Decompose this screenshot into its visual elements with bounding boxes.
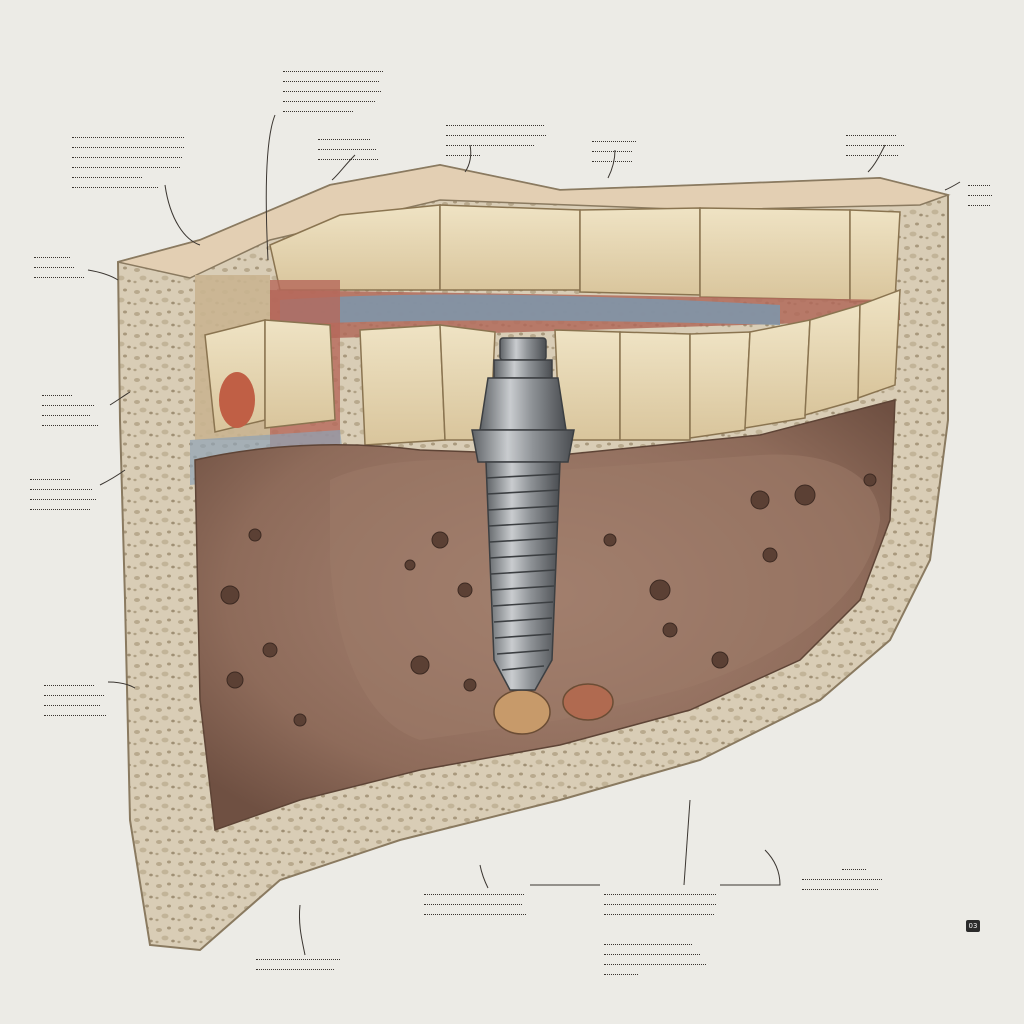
page-number-badge: 03 [966, 920, 980, 932]
upper-teeth-row [269, 204, 901, 303]
nerve-canal [280, 294, 780, 325]
leader-lines [87, 114, 961, 956]
annotation-block [318, 130, 388, 160]
annotation-block [446, 116, 556, 156]
annotation-block [592, 132, 652, 162]
annotation-block [802, 860, 892, 890]
annotation-block [42, 386, 112, 426]
annotation-block [968, 176, 1008, 206]
annotation-block [72, 128, 192, 188]
annotation-block [34, 248, 94, 278]
lower-teeth-row [204, 288, 901, 446]
annotation-block [256, 950, 356, 970]
annotation-block [44, 676, 114, 716]
annotation-block [846, 126, 916, 156]
annotation-block [30, 470, 110, 510]
annotation-block [604, 935, 714, 975]
annotation-block [283, 62, 393, 112]
annotation-block [604, 885, 724, 915]
implant-thread-icon [485, 461, 561, 691]
marrow-pores [220, 473, 877, 727]
implant-crown-icon [471, 337, 575, 463]
annotation-block [424, 885, 534, 915]
